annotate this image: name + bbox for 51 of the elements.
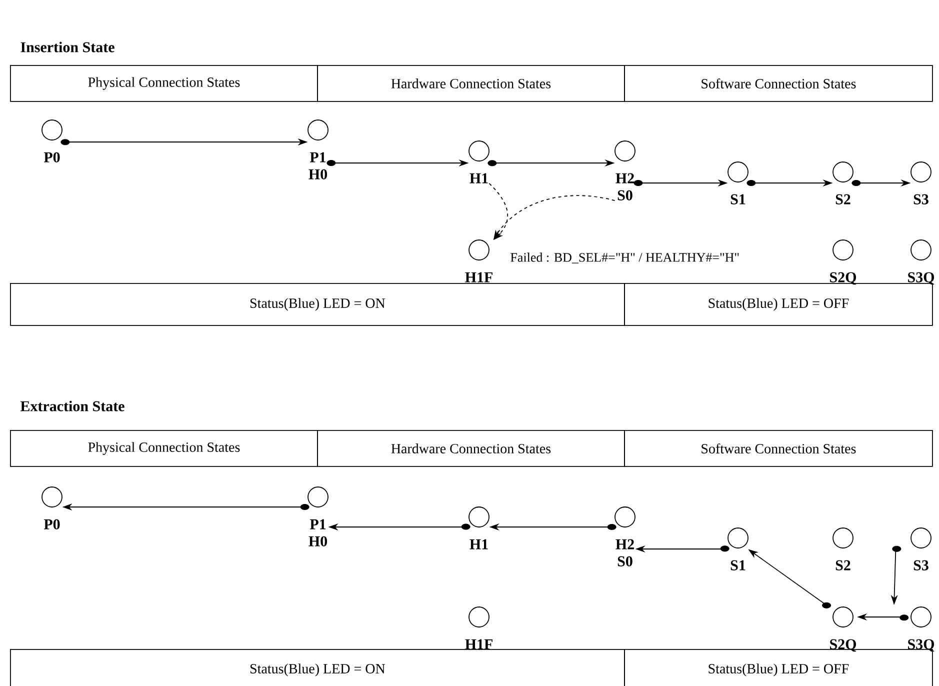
node-label: H2 xyxy=(616,173,634,184)
state-node: P0 xyxy=(42,120,62,162)
node-label: S1 xyxy=(730,560,746,570)
table-cell: Physical Connection States xyxy=(10,65,318,102)
node-label: S0 xyxy=(618,556,632,566)
node-label: S3Q xyxy=(908,272,934,285)
state-node: S1 xyxy=(728,528,748,570)
table-cell: Software Connection States xyxy=(624,65,933,102)
node-label: S0 xyxy=(618,190,632,200)
state-node: H1F xyxy=(465,240,492,282)
state-node: H1 xyxy=(468,506,490,550)
node-label: S2 xyxy=(836,194,850,204)
state-node: S3 xyxy=(910,528,932,570)
state-node: S2Q xyxy=(830,240,856,285)
condition-note: Failed : BD_SEL#="H" / HEALTHY#="H" xyxy=(510,252,739,264)
state-node: S3Q xyxy=(908,240,934,285)
node-label: P0 xyxy=(44,519,60,530)
node-label: P1 xyxy=(310,519,326,530)
state-node: S3Q xyxy=(908,606,934,652)
section-heading: Extraction State xyxy=(20,400,124,412)
node-label: H1 xyxy=(470,539,488,550)
state-node: H2 S0 xyxy=(614,506,636,566)
state-node: H1 xyxy=(468,140,490,184)
state-node: S2 xyxy=(832,528,854,570)
state-node: P0 xyxy=(42,486,62,530)
node-label: S3 xyxy=(914,194,928,204)
node-label: P0 xyxy=(44,152,60,162)
node-label: H1F xyxy=(465,272,492,282)
table-cell: Status(Blue) LED = ON xyxy=(10,283,625,326)
state-node: S2 xyxy=(832,162,854,204)
state-node: P1 H0 xyxy=(308,120,328,180)
table-cell: Status(Blue) LED = ON xyxy=(10,649,625,686)
node-label: S1 xyxy=(730,194,746,204)
state-node: P1 H0 xyxy=(308,486,328,546)
node-label: H0 xyxy=(308,169,328,180)
table-cell: Hardware Connection States xyxy=(317,430,625,467)
table-cell: Status(Blue) LED = OFF xyxy=(624,283,933,326)
table-cell: Physical Connection States xyxy=(10,430,318,467)
node-label: P1 xyxy=(310,152,326,162)
node-label: H0 xyxy=(308,536,328,546)
table-cell: Hardware Connection States xyxy=(317,65,625,102)
table-cell: Software Connection States xyxy=(624,430,933,467)
node-label: S3 xyxy=(914,560,928,570)
state-node: H2 S0 xyxy=(614,140,636,200)
state-node: S3 xyxy=(910,162,932,204)
node-label: S2Q xyxy=(830,272,856,285)
node-label: H2 xyxy=(616,539,634,550)
node-label: S3Q xyxy=(908,639,934,652)
node-label: S2 xyxy=(836,560,850,570)
node-label: H1 xyxy=(470,173,488,184)
state-node: S1 xyxy=(728,162,748,204)
